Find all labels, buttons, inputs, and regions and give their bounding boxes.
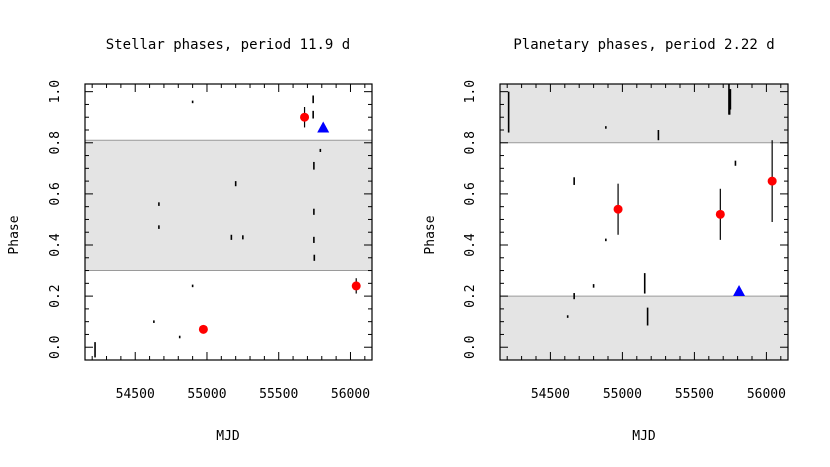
- data-point-circle: [613, 204, 623, 214]
- y-tick-label: 0.4: [48, 233, 63, 257]
- x-tick-label: 55500: [259, 387, 298, 402]
- x-tick-label: 54500: [531, 387, 570, 402]
- x-tick-label: 55000: [187, 387, 226, 402]
- stellar-phases-panel: Stellar phases, period 11.9 d MJD Phase …: [7, 37, 373, 444]
- x-tick-label: 54500: [116, 387, 155, 402]
- data-point-circle: [767, 176, 777, 186]
- y-tick-label: 0.0: [48, 335, 63, 358]
- chart-title: Planetary phases, period 2.22 d: [513, 37, 774, 53]
- data-point-circle: [715, 209, 725, 219]
- x-tick-label: 56000: [747, 387, 786, 402]
- y-tick-label: 0.0: [463, 335, 478, 358]
- shaded-band: [500, 84, 788, 143]
- chart-title: Stellar phases, period 11.9 d: [106, 37, 350, 53]
- x-axis-label: MJD: [216, 429, 240, 444]
- y-tick-label: 0.8: [463, 131, 478, 154]
- data-point-triangle: [317, 121, 330, 133]
- data-point-circle: [351, 281, 361, 291]
- y-tick-label: 1.0: [48, 80, 63, 103]
- planetary-phases-panel: Planetary phases, period 2.22 d MJD Phas…: [423, 37, 789, 444]
- x-tick-label: 55500: [675, 387, 714, 402]
- data-point-triangle: [733, 285, 746, 296]
- y-tick-label: 0.6: [463, 182, 478, 205]
- y-axis-label: Phase: [423, 215, 438, 254]
- plot-frame: [499, 83, 789, 361]
- y-tick-label: 1.0: [463, 80, 478, 103]
- y-tick-label: 0.2: [48, 284, 63, 307]
- shaded-band: [500, 296, 788, 360]
- data-point-circle: [198, 324, 208, 334]
- y-tick-label: 0.2: [463, 284, 478, 307]
- y-tick-label: 0.8: [48, 131, 63, 154]
- y-axis-label: Phase: [7, 215, 22, 254]
- x-tick-label: 56000: [331, 387, 370, 402]
- x-axis-label: MJD: [632, 429, 656, 444]
- data-point-circle: [300, 112, 310, 122]
- y-tick-label: 0.4: [463, 233, 478, 257]
- x-tick-label: 55000: [603, 387, 642, 402]
- plot-frame: [84, 83, 373, 361]
- y-tick-label: 0.6: [48, 182, 63, 205]
- shaded-band: [85, 140, 372, 271]
